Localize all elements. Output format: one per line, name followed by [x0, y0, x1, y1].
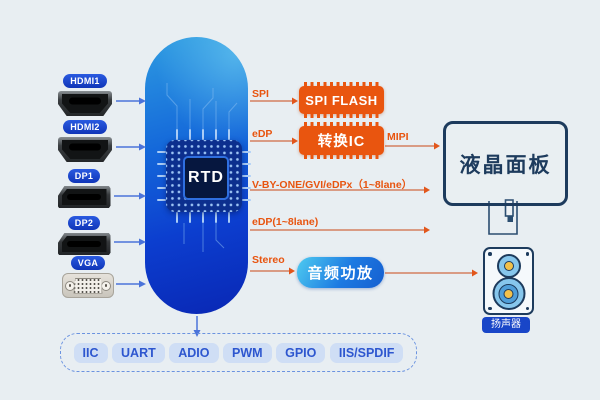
dp-slot [67, 193, 101, 200]
speaker-label: 扬声器 [482, 317, 530, 333]
speaker-screw [525, 252, 529, 256]
hdmi-port-icon [58, 137, 112, 162]
speaker-woofer [492, 277, 525, 310]
bus-pill-iic: IIC [73, 342, 108, 363]
displayport-port-icon [57, 186, 111, 208]
bus-pill-uart: UART [112, 342, 165, 363]
vga-screw [101, 280, 111, 291]
bus-label-vbyone: V-BY-ONE/GVI/eDPx（1~8lane） [252, 179, 413, 191]
input-hdmi1: HDMI1 [55, 74, 115, 116]
hdmi1-label: HDMI1 [63, 74, 107, 88]
hdmi-slot [69, 97, 101, 105]
input-dp1: DP1 [54, 169, 114, 208]
bus-label-stereo: Stereo [252, 254, 285, 266]
bus-pill-iis-spdif: IIS/SPDIF [329, 342, 404, 363]
low-speed-bus-tray: IIC UART ADIO PWM GPIO IIS/SPDIF [60, 333, 417, 372]
dp1-label: DP1 [67, 169, 101, 183]
displayport-port-icon [57, 233, 111, 255]
hdmi-slot [69, 143, 101, 151]
bus-pill-gpio: GPIO [276, 342, 326, 363]
input-hdmi2: HDMI2 [55, 120, 115, 162]
hdmi-port-icon [58, 91, 112, 116]
soc-chip-label: RTD [183, 156, 229, 200]
bus-pill-pwm: PWM [223, 342, 272, 363]
hdmi2-label: HDMI2 [63, 120, 107, 134]
bus-label-edp: eDP [252, 128, 273, 140]
speaker-tweeter [496, 254, 521, 278]
speaker-tweeter-core [503, 261, 514, 271]
vga-label: VGA [70, 256, 106, 270]
bus-label-spi: SPI [252, 88, 269, 100]
vga-port-icon [62, 273, 114, 298]
bus-label-edp-lanes: eDP(1~8lane) [252, 216, 319, 228]
speaker-woofer-core [503, 288, 514, 299]
bus-label-mipi: MIPI [387, 131, 409, 143]
vga-screw [65, 280, 75, 291]
speaker-screw [525, 306, 529, 310]
speaker-icon [483, 247, 534, 315]
bus-pill-adio: ADIO [169, 342, 219, 363]
dp2-label: DP2 [67, 216, 101, 230]
input-dp2: DP2 [54, 216, 114, 255]
converter-ic-block: 转换IC [299, 122, 384, 159]
dp-slot [67, 240, 101, 247]
speaker-screw [488, 306, 492, 310]
lcd-panel-block: 液晶面板 [443, 121, 568, 206]
audio-amp-block: 音频功放 [297, 257, 384, 288]
speaker-woofer-mid [498, 283, 519, 304]
spi-flash-block: SPI FLASH [299, 82, 384, 118]
vga-dsub [73, 277, 103, 294]
speaker-screw [488, 252, 492, 256]
input-vga: VGA [58, 256, 118, 298]
soc-chip: RTD [166, 140, 242, 212]
